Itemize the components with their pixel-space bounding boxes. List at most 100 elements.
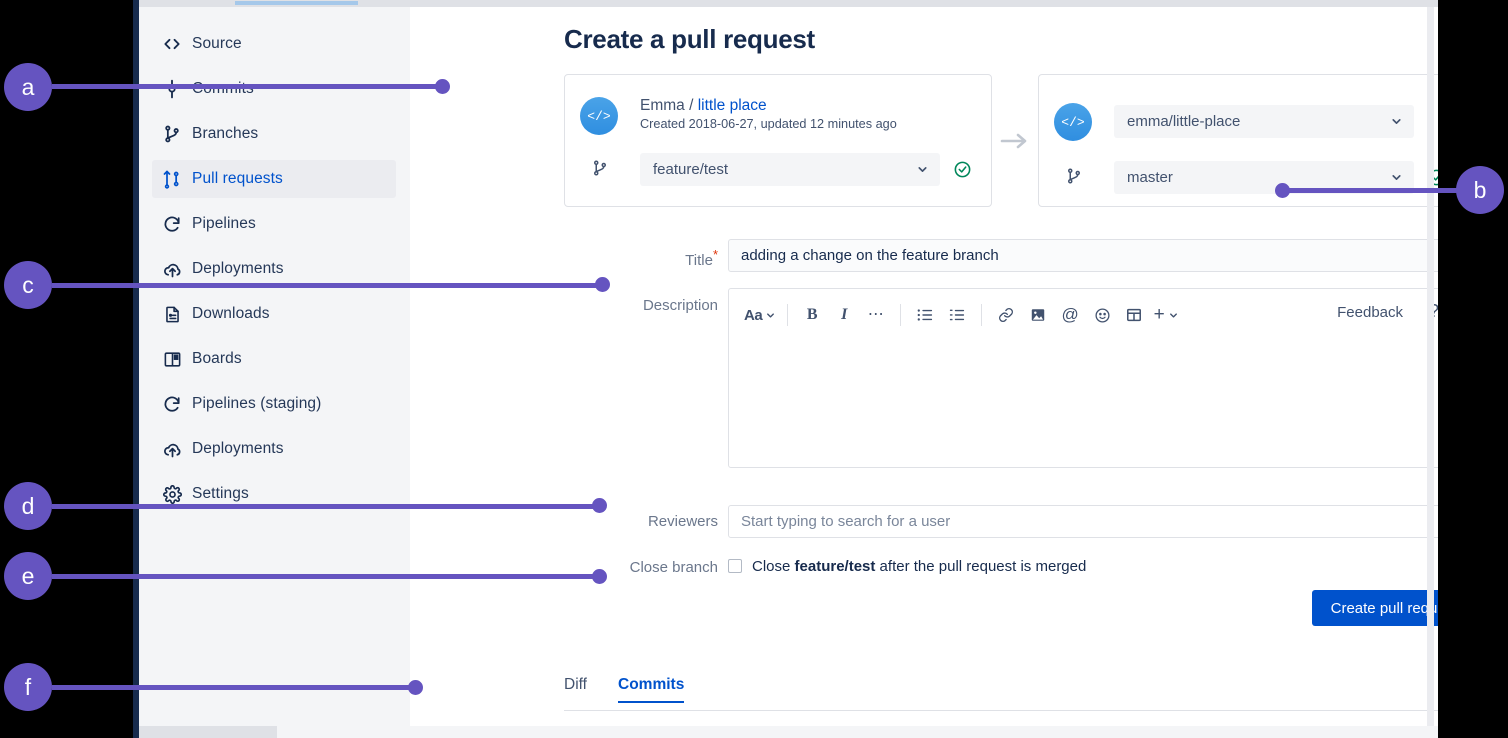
destination-repo-select[interactable]: emma/little-place — [1114, 105, 1414, 138]
insert-button[interactable]: + — [1153, 300, 1179, 330]
destination-avatar-glyph: </> — [1061, 114, 1085, 130]
toolbar-divider — [900, 304, 902, 326]
table-icon[interactable] — [1121, 300, 1147, 330]
title-required-mark: * — [712, 247, 718, 262]
callout-line-d — [52, 504, 599, 509]
sidebar-item-label: Deployments — [192, 260, 284, 277]
chevron-down-icon — [915, 163, 929, 177]
source-repo-card: </> Emma / little place Created 2018-06-… — [564, 74, 992, 207]
destination-repo-card: </> emma/little-place master — [1038, 74, 1438, 207]
source-repo-name: Emma / little place — [640, 97, 767, 115]
mention-button[interactable]: @ — [1057, 300, 1083, 330]
italic-label: I — [841, 306, 848, 323]
destination-repo-avatar-icon: </> — [1054, 103, 1092, 141]
tab-diff[interactable]: Diff — [564, 676, 587, 693]
vertical-scrollbar[interactable] — [1427, 7, 1434, 726]
source-branch-value: feature/test — [653, 161, 729, 178]
page-title: Create a pull request — [564, 24, 815, 55]
callout-dot-b — [1275, 183, 1290, 198]
destination-repo-value: emma/little-place — [1127, 113, 1241, 130]
sidebar-item-boards[interactable]: Boards — [152, 340, 396, 378]
sidebar-item-label: Downloads — [192, 305, 270, 322]
callout-badge-b: b — [1456, 166, 1504, 214]
main-content: Create a pull request </> Emma / little … — [410, 7, 1438, 738]
source-repo-link[interactable]: little place — [697, 97, 767, 114]
app-left-rail — [133, 0, 139, 738]
sidebar-item-source[interactable]: Source — [152, 25, 396, 63]
title-input[interactable]: adding a change on the feature branch — [728, 239, 1438, 272]
source-repo-meta: Created 2018-06-27, updated 12 minutes a… — [640, 117, 897, 131]
sidebar-item-deployments[interactable]: Deployments — [152, 430, 396, 468]
description-editor[interactable]: Aa B I ⋯ — [728, 288, 1438, 468]
sidebar-item-pull-requests[interactable]: Pull requests — [152, 160, 396, 198]
bottom-tabs: Diff Commits — [564, 676, 1438, 712]
numbered-list-icon[interactable] — [944, 300, 970, 330]
more-formatting-button[interactable]: ⋯ — [863, 300, 889, 330]
create-pull-request-button[interactable]: Create pull request — [1312, 590, 1438, 626]
source-branch-icon — [588, 156, 612, 180]
more-label: ⋯ — [867, 306, 885, 323]
sidebar-item-label: Source — [192, 35, 242, 52]
sidebar-item-label: Commits — [192, 80, 254, 98]
text-style-button[interactable]: Aa — [744, 300, 776, 330]
title-label: Title* — [608, 247, 718, 269]
source-branch-valid-icon — [953, 160, 972, 179]
code-icon — [152, 25, 192, 63]
italic-button[interactable]: I — [831, 300, 857, 330]
toolbar-divider — [787, 304, 789, 326]
callout-line-b — [1288, 188, 1460, 193]
reviewers-label: Reviewers — [647, 513, 718, 530]
destination-branch-icon — [1062, 164, 1086, 188]
main-bottom-bar — [277, 726, 1438, 738]
source-repo-separator: / — [684, 97, 698, 114]
reviewers-input[interactable]: Start typing to search for a user — [728, 505, 1438, 538]
callout-dot-d — [592, 498, 607, 513]
reviewers-placeholder: Start typing to search for a user — [741, 513, 951, 530]
sidebar-item-deployments[interactable]: Deployments — [152, 250, 396, 288]
pipelines-icon — [152, 385, 192, 423]
branches-icon — [152, 115, 192, 153]
close-branch-checkbox[interactable] — [728, 559, 742, 573]
callout-line-a — [52, 84, 442, 89]
sidebar-item-pipelines-staging[interactable]: Pipelines (staging) — [152, 385, 396, 423]
sidebar-item-label: Pipelines (staging) — [192, 395, 322, 412]
description-toolbar: Aa B I ⋯ — [729, 289, 1438, 341]
sidebar-item-commits[interactable]: Commits — [152, 70, 396, 108]
link-icon[interactable] — [993, 300, 1019, 330]
sidebar-item-label: Deployments — [192, 440, 284, 457]
source-repo-owner: Emma — [640, 97, 685, 114]
description-label: Description — [642, 297, 718, 314]
callout-dot-f — [408, 680, 423, 695]
source-branch-select[interactable]: feature/test — [640, 153, 940, 186]
bulleted-list-icon[interactable] — [912, 300, 938, 330]
source-repo-avatar-icon: </> — [580, 97, 618, 135]
sidebar-item-label: Settings — [192, 485, 249, 502]
sidebar-item-label: Boards — [192, 350, 242, 367]
deployments-icon — [152, 250, 192, 288]
tab-commits[interactable]: Commits — [618, 676, 685, 703]
title-label-text: Title — [685, 252, 713, 269]
feedback-link[interactable]: Feedback — [1337, 304, 1403, 321]
close-branch-text-after: after the pull request is merged — [875, 557, 1087, 575]
sidebar-item-branches[interactable]: Branches — [152, 115, 396, 153]
destination-branch-value: master — [1127, 169, 1173, 186]
sidebar-item-downloads[interactable]: Downloads — [152, 295, 396, 333]
callout-badge-c: c — [4, 261, 52, 309]
callout-badge-e: e — [4, 552, 52, 600]
callout-line-e — [52, 574, 599, 579]
callout-badge-f: f — [4, 663, 52, 711]
image-icon[interactable] — [1025, 300, 1051, 330]
emoji-icon[interactable] — [1089, 300, 1115, 330]
app-top-strip — [139, 0, 1438, 7]
close-branch-branch-name: feature/test — [794, 557, 876, 575]
mention-label: @ — [1061, 305, 1079, 324]
sidebar-item-pipelines[interactable]: Pipelines — [152, 205, 396, 243]
settings-gear-icon — [152, 475, 192, 513]
text-style-label: Aa — [744, 306, 763, 324]
sidebar-item-label: Pipelines — [192, 215, 256, 232]
bold-label: B — [806, 306, 818, 323]
bold-button[interactable]: B — [799, 300, 825, 330]
sidebar-item-settings[interactable]: Settings — [152, 475, 396, 513]
commit-icon — [152, 70, 192, 108]
chevron-down-icon — [1389, 115, 1403, 129]
